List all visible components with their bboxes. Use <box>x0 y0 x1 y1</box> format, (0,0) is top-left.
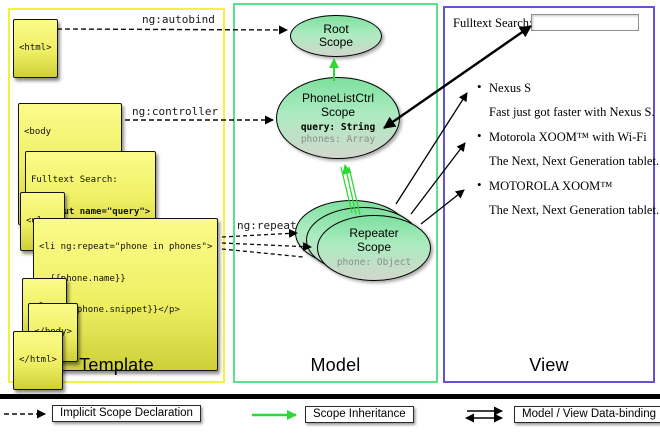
product-title: MOTOROLA XOOM™ <box>489 179 613 193</box>
scope-prop-query: query: String <box>300 122 376 133</box>
phonelistctrl-scope-title: PhoneListCtrl Scope <box>301 91 375 119</box>
scope-prop-phones: phones: Array <box>300 134 376 145</box>
legend-double-arrow-icon <box>465 406 503 423</box>
annotation-ng-autobind: ng:autobind <box>142 13 215 26</box>
legend-label-implicit-scope-declaration: Implicit Scope Declaration <box>52 405 201 422</box>
fulltext-search-label: Fulltext Search: <box>453 16 533 30</box>
fulltext-search-input[interactable] <box>531 14 639 31</box>
view-panel-label: View <box>529 355 569 375</box>
annotation-ng-repeat: ng:repeat <box>237 219 297 232</box>
product-title: Motorola XOOM™ with Wi-Fi <box>489 130 647 144</box>
legend-label-scope-inheritance: Scope Inheritance <box>305 406 414 423</box>
model-panel-label: Model <box>310 355 361 375</box>
scope-prop-phone: phone: Object <box>336 257 412 268</box>
code-line: {{phone.name}} <box>39 273 126 284</box>
code-line: Fulltext Search: <box>31 175 118 185</box>
repeater-scope-ellipse-front: Repeater Scope phone: Object <box>317 215 431 281</box>
bullet-icon: • <box>477 177 482 192</box>
product-snippet: Fast just got faster with Nexus S. <box>489 105 655 119</box>
root-scope-title: Root Scope <box>318 21 354 49</box>
code-line: <html> <box>19 43 52 53</box>
bullet-icon: • <box>477 128 482 143</box>
product-snippet: The Next, Next Generation tablet. <box>489 203 660 217</box>
model-panel: Root Scope PhoneListCtrl Scope query: St… <box>233 3 438 383</box>
code-box-html-close: </html> <box>13 331 63 390</box>
legend-label-model-view-data-binding: Model / View Data-binding <box>514 406 660 423</box>
code-line: <body <box>24 127 52 137</box>
annotation-ng-controller: ng:controller <box>132 105 219 118</box>
code-box-html-open: <html> <box>13 19 58 78</box>
legend-separator-line <box>0 394 660 399</box>
root-scope-ellipse: Root Scope <box>290 15 382 57</box>
code-line: <p>{{phone.snippet}}</p> <box>39 305 180 315</box>
product-snippet: The Next, Next Generation tablet. <box>489 154 660 168</box>
template-panel: <html> <body ng:controller= "PhoneListCt… <box>8 8 225 390</box>
view-panel: Fulltext Search: • Nexus S Fast just got… <box>443 6 659 383</box>
bullet-icon: • <box>477 79 482 94</box>
repeater-scope-title: Repeater Scope <box>349 226 399 254</box>
code-line: <li ng:repeat="phone in phones"> <box>39 242 213 252</box>
phonelistctrl-scope-ellipse: PhoneListCtrl Scope query: String phones… <box>276 77 400 159</box>
product-title: Nexus S <box>489 81 532 95</box>
code-line: </html> <box>19 355 57 365</box>
template-panel-label: Template <box>79 355 154 375</box>
